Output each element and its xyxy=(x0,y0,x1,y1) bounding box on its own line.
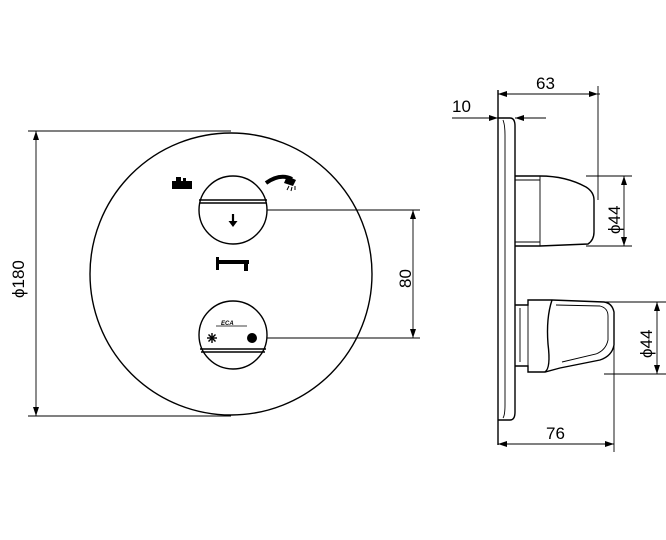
upper-diameter-dimension: ϕ44 xyxy=(586,175,632,247)
brand-logo: ECA xyxy=(221,321,234,327)
plate-thickness-label: 10 xyxy=(452,97,471,116)
spacing-label: 80 xyxy=(396,269,415,288)
side-view: 63 10 ϕ44 ϕ44 xyxy=(452,74,666,452)
spacing-dimension: 80 xyxy=(267,209,420,339)
depth-63-label: 63 xyxy=(536,74,555,93)
diameter-label: ϕ180 xyxy=(9,260,28,298)
lower-thermostat-knob: ECA xyxy=(198,300,268,370)
snowflake-icon xyxy=(207,333,217,343)
bathtub-icon xyxy=(172,177,192,189)
bath-spout-icon xyxy=(216,257,249,271)
diameter-dimension: ϕ180 xyxy=(9,130,231,417)
depth-76-label: 76 xyxy=(546,424,565,443)
rosette-plate xyxy=(89,132,373,416)
depth-76-dimension: 76 xyxy=(498,345,615,452)
hand-shower-icon xyxy=(264,174,296,192)
hot-indicator-icon xyxy=(247,333,257,343)
upper-diameter-label: ϕ44 xyxy=(605,206,624,234)
lower-diameter-label: ϕ44 xyxy=(637,330,656,358)
lower-knob-side xyxy=(515,299,615,373)
front-view: ϕ180 xyxy=(9,130,420,417)
depth-63-dimension: 63 xyxy=(498,74,600,200)
upper-diverter-knob xyxy=(198,175,268,245)
wall-plate xyxy=(497,90,516,445)
plate-thickness-dimension: 10 xyxy=(452,97,546,121)
upper-knob-side xyxy=(515,175,595,247)
